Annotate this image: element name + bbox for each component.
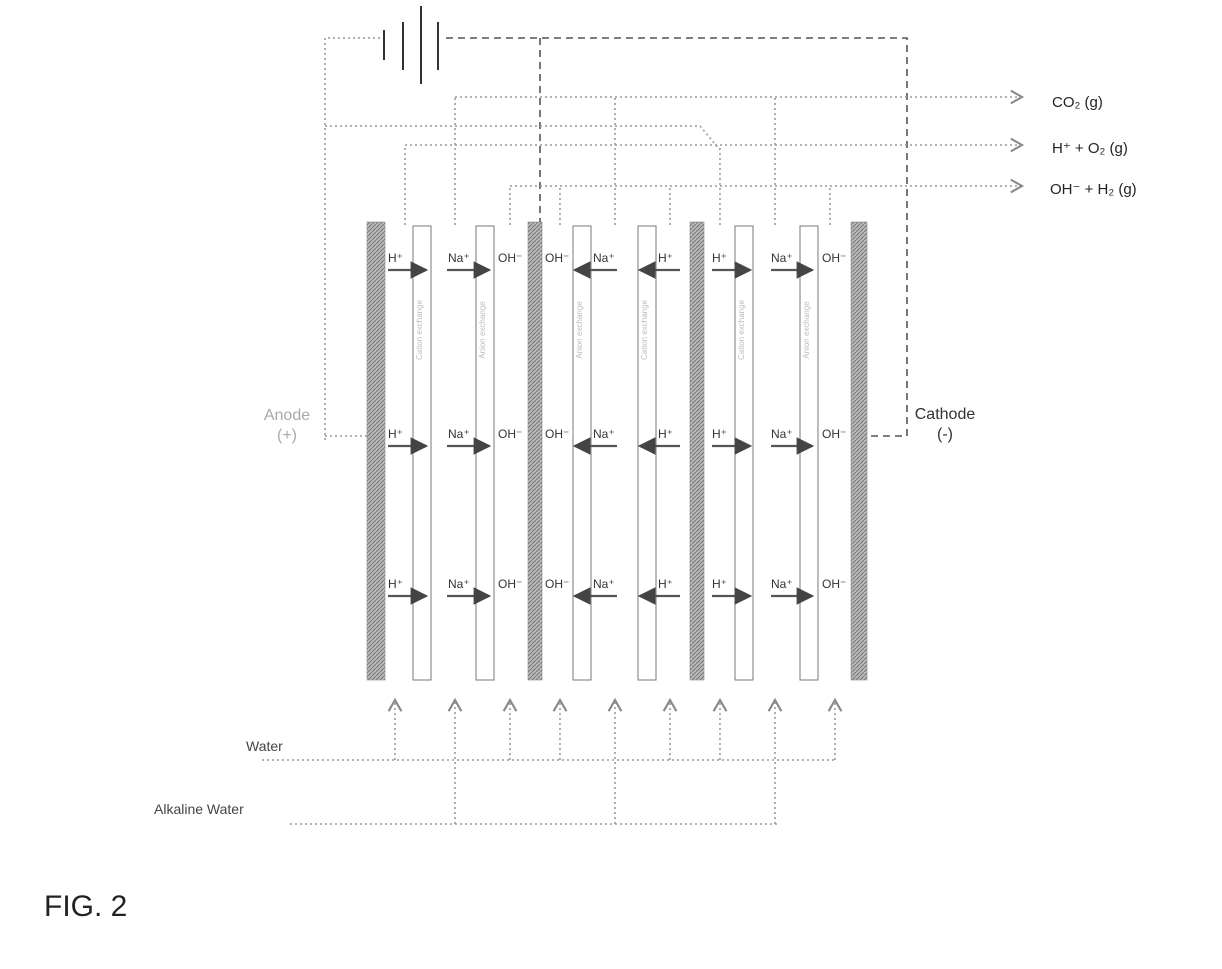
ion-label-r1-7: H⁺ [712,251,727,265]
ion-label-r2-6: H⁺ [658,427,673,441]
ion-label-r3-2: Na⁺ [448,577,470,591]
anion-exchange-membrane-3 [573,226,591,680]
top-outlet-lines [325,97,1022,225]
ion-label-r2-7: H⁺ [712,427,727,441]
output-oh-h2-label: OH⁻ + H₂ (g) [1050,180,1137,198]
ion-label-r1-8: Na⁺ [771,251,793,265]
anode-label-line2: (+) [252,426,322,446]
cathode-label: Cathode (-) [904,405,986,445]
power-supply-circuit [325,6,907,440]
electrode-plates [367,222,867,680]
inlet-manifold [262,700,835,824]
ion-label-r2-5: Na⁺ [593,427,615,441]
cathode-label-line2: (-) [904,425,986,445]
membrane-label-2: Anion exchange [478,301,487,359]
membrane-label-5: Cation exchange [737,299,746,360]
ion-label-r3-5: Na⁺ [593,577,615,591]
ion-label-r1-9: OH⁻ [822,251,846,265]
ion-transport-layer: H⁺ Na⁺ OH⁻ OH⁻ Na⁺ H⁺ H⁺ Na⁺ OH⁻ H⁺ Na⁺ OH⁻ OH⁻ Na⁺ H⁺… [388,251,846,596]
ion-label-r1-3: OH⁻ [498,251,522,265]
membrane-label-4: Cation exchange [640,299,649,360]
membrane-label-3: Anion exchange [575,301,584,359]
cross-line [325,126,720,150]
anion-exchange-membrane-6 [800,226,818,680]
ion-label-r1-5: Na⁺ [593,251,615,265]
anion-exchange-membrane-2 [476,226,494,680]
membrane-stack: Cation exchange Anion exchange Anion excha… [413,226,818,680]
water-inlet-label: Water [246,738,283,754]
ion-label-r3-7: H⁺ [712,577,727,591]
ion-label-r3-3: OH⁻ [498,577,522,591]
output-co2-label: CO₂ (g) [1052,94,1103,111]
alkaline-water-inlet-label: Alkaline Water [154,801,244,817]
ion-label-r2-8: Na⁺ [771,427,793,441]
ion-label-r2-3: OH⁻ [498,427,522,441]
ion-label-r2-1: H⁺ [388,427,403,441]
bipolar-membrane-1 [528,222,542,680]
ion-label-r3-4: OH⁻ [545,577,569,591]
cathode-plate [851,222,867,680]
cathode-label-line1: Cathode [904,405,986,425]
membrane-label-1: Cation exchange [415,299,424,360]
ion-label-r1-6: H⁺ [658,251,673,265]
anode-label: Anode (+) [252,406,322,446]
anode-plate [367,222,385,680]
cation-exchange-membrane-4 [638,226,656,680]
cation-exchange-membrane-1 [413,226,431,680]
output-h-o2-label: H⁺ + O₂ (g) [1052,139,1128,157]
bipolar-membrane-2 [690,222,704,680]
ion-label-r2-2: Na⁺ [448,427,470,441]
figure-caption: FIG. 2 [44,890,127,924]
ion-label-r3-9: OH⁻ [822,577,846,591]
membrane-label-6: Anion exchange [802,301,811,359]
ion-label-r1-1: H⁺ [388,251,403,265]
ion-label-r3-1: H⁺ [388,577,403,591]
ion-label-r1-2: Na⁺ [448,251,470,265]
cation-exchange-membrane-5 [735,226,753,680]
anode-label-line1: Anode [252,406,322,426]
ion-label-r3-8: Na⁺ [771,577,793,591]
ion-label-r3-6: H⁺ [658,577,673,591]
ion-label-r2-9: OH⁻ [822,427,846,441]
ion-label-r2-4: OH⁻ [545,427,569,441]
ion-label-r1-4: OH⁻ [545,251,569,265]
